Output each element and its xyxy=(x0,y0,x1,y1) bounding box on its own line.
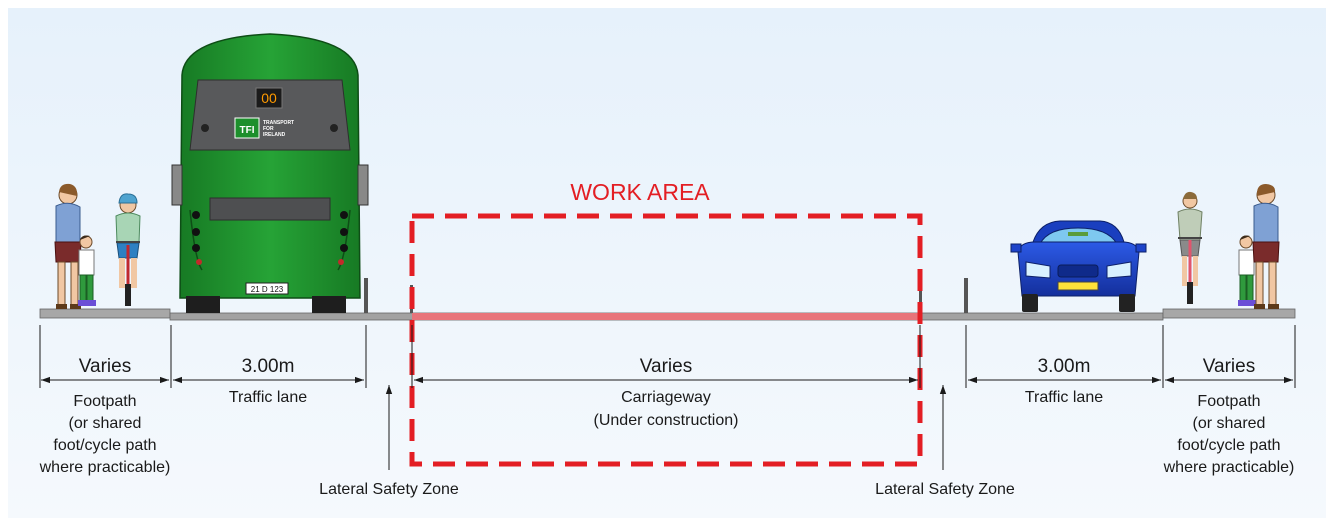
carriageway-label-1: Carriageway xyxy=(621,389,711,406)
car-illustration xyxy=(1010,220,1147,312)
right-footpath-label-1: Footpath xyxy=(1197,393,1260,410)
dimension-extension-lines xyxy=(39,325,1296,388)
car-wheel-left xyxy=(1022,294,1038,312)
right-footpath-label-3: foot/cycle path xyxy=(1177,437,1280,454)
bus-illustration: 00 TFI TRANSPORT FOR IRELAND 21 D 123 xyxy=(171,33,369,313)
left-lane-value: 3.00m xyxy=(242,356,295,377)
tfi-logo-text: TFI xyxy=(240,125,255,136)
tfi-logo-mark xyxy=(234,117,260,139)
bus-wheel-right xyxy=(312,296,346,313)
bus-mirror-left xyxy=(171,164,183,206)
left-lane-label: Traffic lane xyxy=(229,389,307,406)
bus-tail-lights-right xyxy=(338,211,348,265)
safety-zone-label-left: Lateral Safety Zone xyxy=(319,481,459,498)
safety-zone-label-right: Lateral Safety Zone xyxy=(875,481,1015,498)
bus-wheel-left xyxy=(186,296,220,313)
bus-upper-lamp-left xyxy=(201,124,209,132)
bus-operator-line1: TRANSPORT xyxy=(263,120,294,126)
bollard-left-outer xyxy=(364,278,368,313)
bollard-right-outer xyxy=(964,278,968,313)
work-area-title: WORK AREA xyxy=(570,179,710,205)
cyclist-left xyxy=(115,193,141,306)
car-plate xyxy=(1057,281,1099,291)
right-lane-label: Traffic lane xyxy=(1025,389,1103,406)
left-footpath-value: Varies xyxy=(79,356,131,377)
car-windscreen-sticker xyxy=(1068,232,1088,236)
car-wheel-right xyxy=(1119,294,1135,312)
bus-upper-lamp-right xyxy=(330,124,338,132)
bus-operator-line2: FOR xyxy=(263,126,274,132)
bus-plate-frame xyxy=(245,282,289,295)
left-footpath-label-3: foot/cycle path xyxy=(53,437,156,454)
carriageway-value: Varies xyxy=(640,356,692,377)
cyclist-right xyxy=(1177,191,1203,304)
right-footpath-value: Varies xyxy=(1203,356,1255,377)
car-headlight-right xyxy=(1106,261,1132,279)
pedestrian-adult-left xyxy=(54,183,82,309)
bus-plate: 21 D 123 xyxy=(251,285,284,294)
bus-upper-window xyxy=(189,79,351,151)
pedestrian-child-left xyxy=(78,235,96,306)
bus-operator-line3: IRELAND xyxy=(263,132,286,138)
car-grille xyxy=(1057,264,1099,278)
left-footpath-surface xyxy=(39,308,171,319)
bus-route-display-panel xyxy=(255,87,283,109)
car-mirror-right xyxy=(1135,243,1147,253)
bollard-right-inner xyxy=(919,285,922,313)
work-zone-surface xyxy=(412,313,920,320)
right-footpath-label-2: (or shared xyxy=(1193,415,1266,432)
bus-tail-lights-left xyxy=(192,211,202,265)
right-footpath-label-4: where practicable) xyxy=(1163,459,1295,476)
left-footpath-label-1: Footpath xyxy=(73,393,136,410)
road-section xyxy=(39,278,1296,321)
bus-route-display: 00 xyxy=(261,90,277,106)
bus-lower-window xyxy=(209,197,331,221)
bus-body xyxy=(179,33,361,299)
left-footpath-label-4: where practicable) xyxy=(39,459,171,476)
left-footpath-label-2: (or shared xyxy=(69,415,142,432)
bus-mirror-right xyxy=(357,164,369,206)
pedestrian-child-right xyxy=(1238,235,1256,306)
right-footpath-surface xyxy=(1162,308,1296,319)
right-lane-value: 3.00m xyxy=(1038,356,1091,377)
car-headlight-left xyxy=(1025,261,1051,279)
pedestrian-adult-right xyxy=(1252,184,1280,309)
car-mirror-left xyxy=(1010,243,1022,253)
carriageway-label-2: (Under construction) xyxy=(594,412,739,429)
